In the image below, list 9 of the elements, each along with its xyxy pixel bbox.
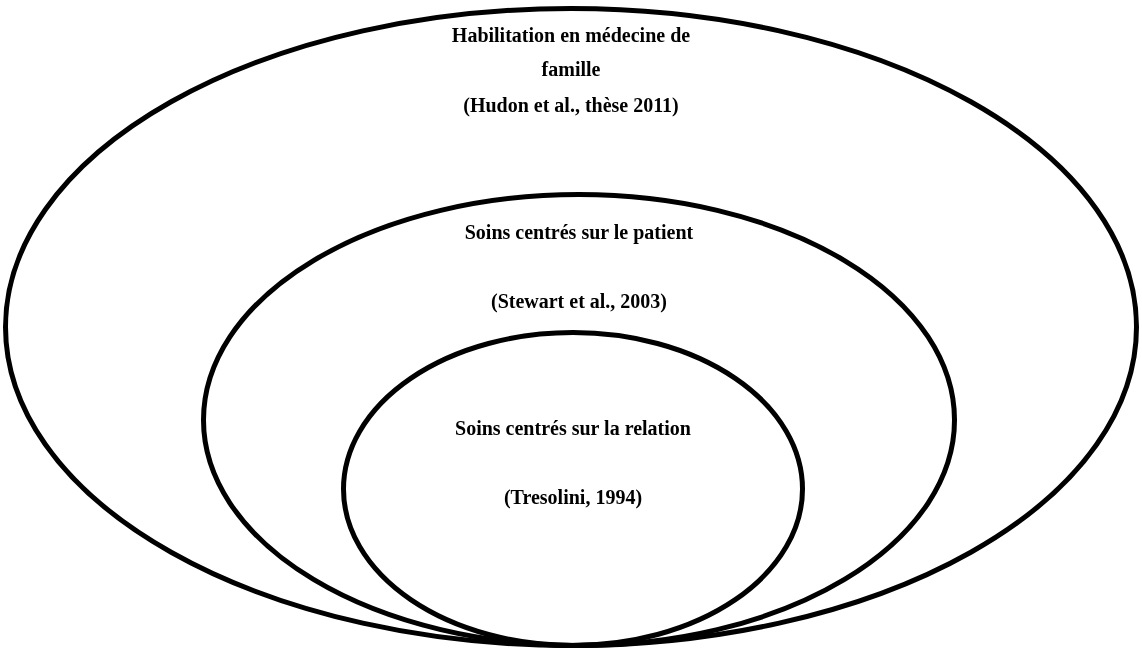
ellipse (341, 330, 805, 648)
heading-text: Soins centrés sur le patient (463, 220, 695, 244)
citation-text: (Hudon et al., thèse 2011) (462, 93, 680, 118)
heading-text: Habilitation en médecine de famille (450, 23, 692, 82)
ellipse (201, 192, 957, 648)
heading-text: Soins centrés sur la relation (454, 416, 692, 440)
citation-text: (Tresolini, 1994) (502, 485, 644, 511)
ellipse (3, 6, 1139, 648)
citation-text: (Stewart et al., 2003) (489, 289, 669, 315)
